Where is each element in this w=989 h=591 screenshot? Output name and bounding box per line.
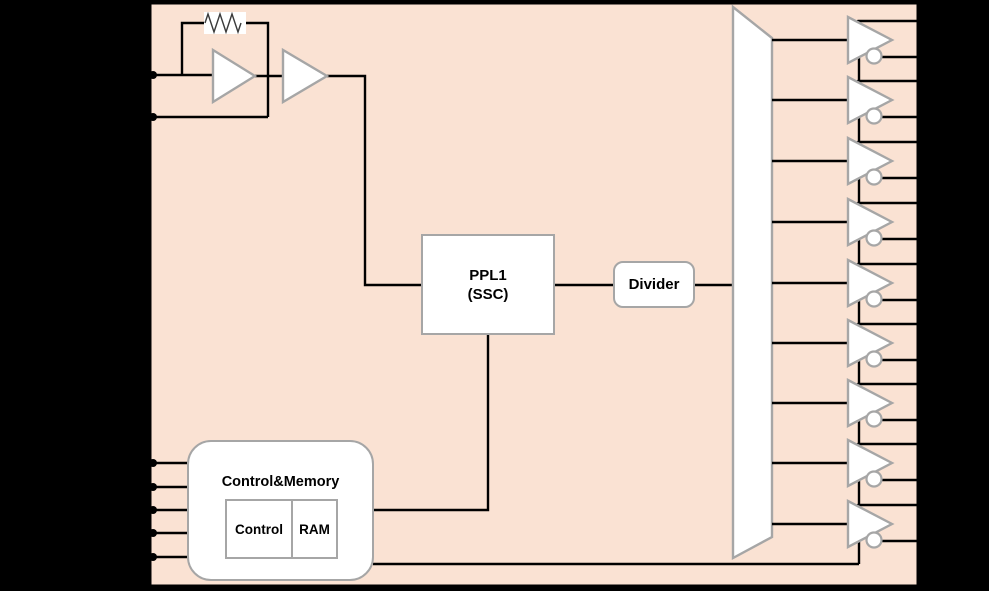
inverter-bubble-icon: [865, 47, 883, 65]
feedback-resistor-icon: [204, 11, 242, 35]
oscillator-buffer-icon: [281, 47, 330, 105]
pin-dot: [149, 113, 157, 121]
control-sub-block: Control: [225, 499, 293, 559]
inverter-bubble-icon: [865, 531, 883, 549]
pll-label-line1: PPL1: [469, 266, 507, 284]
ram-sub-block: RAM: [291, 499, 338, 559]
control-memory-inner: Control RAM: [225, 499, 338, 559]
pin-dot: [149, 506, 157, 514]
inverter-bubble-icon: [865, 410, 883, 428]
inverter-bubble-icon: [865, 350, 883, 368]
control-memory-block: Control&Memory Control RAM: [187, 440, 374, 581]
inverter-bubble-icon: [865, 470, 883, 488]
inverter-bubble-icon: [865, 107, 883, 125]
control-memory-title: Control&Memory: [221, 474, 340, 490]
output-mux-trapezoid: [731, 4, 774, 561]
pin-dot: [149, 553, 157, 561]
pll-label-line2: (SSC): [467, 285, 509, 303]
divider-label: Divider: [628, 276, 680, 293]
pin-dot: [149, 71, 157, 79]
output-buffer-column: [772, 15, 924, 564]
inverter-bubble-icon: [865, 290, 883, 308]
pin-dot: [149, 529, 157, 537]
pll-block: PPL1 (SSC): [421, 234, 555, 335]
oscillator-amplifier-icon: [211, 47, 258, 105]
pin-dots: [149, 71, 157, 561]
pin-dot: [149, 459, 157, 467]
osc-to-pll-wire: [327, 74, 421, 287]
inverter-bubble-icon: [865, 168, 883, 186]
inverter-bubble-icon: [865, 229, 883, 247]
pin-dot: [149, 483, 157, 491]
divider-block: Divider: [613, 261, 695, 308]
cm-to-pll-wire: [373, 335, 490, 512]
